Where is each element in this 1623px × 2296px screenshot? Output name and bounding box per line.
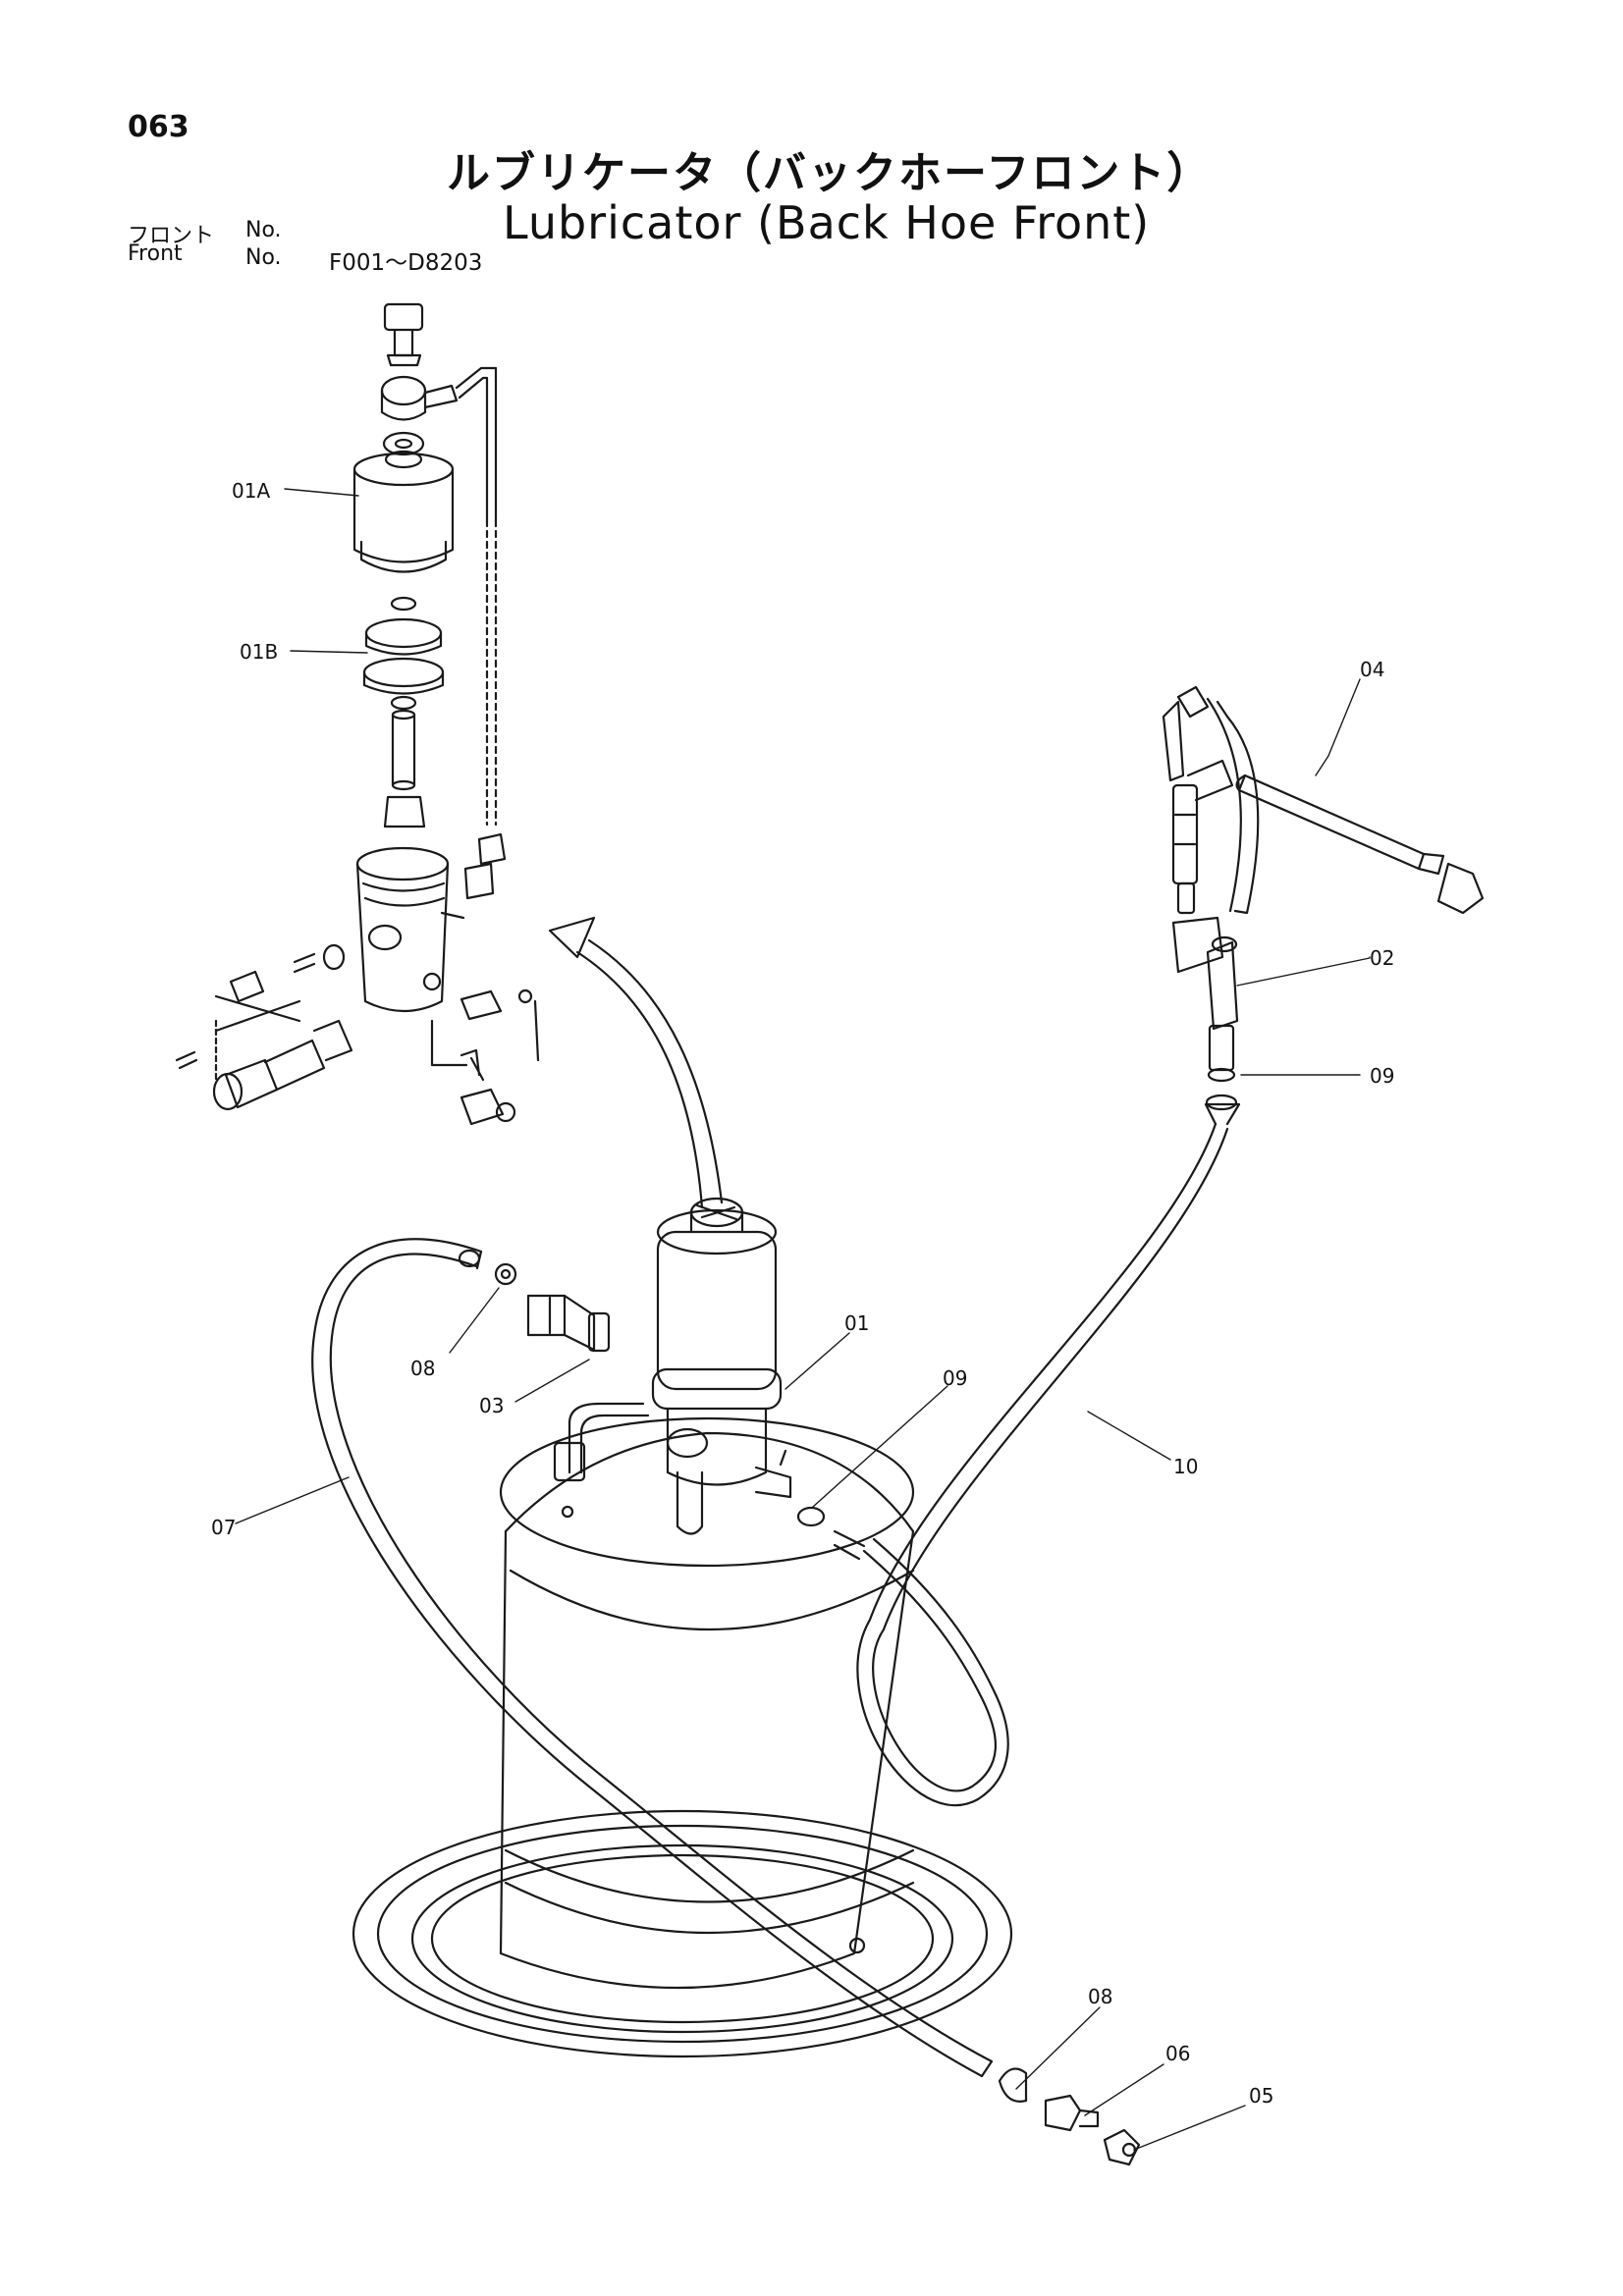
- hose-coils: [353, 1811, 1011, 2056]
- callout-07: 07: [211, 1516, 237, 1539]
- hose-07: [312, 1239, 992, 2076]
- grease-drum: [501, 1418, 913, 1988]
- coupler-03: [496, 1264, 609, 1351]
- callout-08-top: 08: [410, 1357, 436, 1380]
- view-arrow: [550, 918, 722, 1207]
- callout-09-mid: 09: [943, 1366, 968, 1390]
- front-no-label-2: No.: [245, 245, 282, 270]
- pump-assembly: [555, 1199, 864, 1559]
- title-japanese: ルブリケータ（バックホーフロント）: [447, 148, 1213, 198]
- front-label-japanese: フロント: [128, 224, 215, 248]
- callout-04: 04: [1360, 658, 1385, 681]
- grease-gun: [1163, 687, 1258, 1109]
- exploded-pump: [177, 304, 538, 1124]
- hose-10: [857, 1104, 1239, 1805]
- callout-06: 06: [1165, 2042, 1191, 2065]
- front-no-label-1: No.: [245, 218, 282, 242]
- title-english: Lubricator (Back Hoe Front): [503, 196, 1151, 249]
- front-label-english: Front: [128, 241, 183, 266]
- callout-05: 05: [1249, 2084, 1274, 2108]
- callout-02: 02: [1370, 946, 1395, 970]
- bottom-fittings: [1000, 2069, 1139, 2165]
- callout-03: 03: [479, 1394, 505, 1417]
- extension-tube-04: [1237, 775, 1483, 913]
- callout-01: 01: [844, 1311, 870, 1335]
- callout-08-bottom: 08: [1088, 1985, 1113, 2008]
- callout-10: 10: [1173, 1455, 1199, 1478]
- leader-lines: [236, 489, 1370, 2150]
- serial-range: F001～D8203: [329, 250, 483, 276]
- callout-01b: 01B: [240, 640, 279, 664]
- callout-01a: 01A: [232, 479, 271, 503]
- callout-09-top: 09: [1370, 1064, 1395, 1088]
- page-number: 063: [128, 110, 189, 144]
